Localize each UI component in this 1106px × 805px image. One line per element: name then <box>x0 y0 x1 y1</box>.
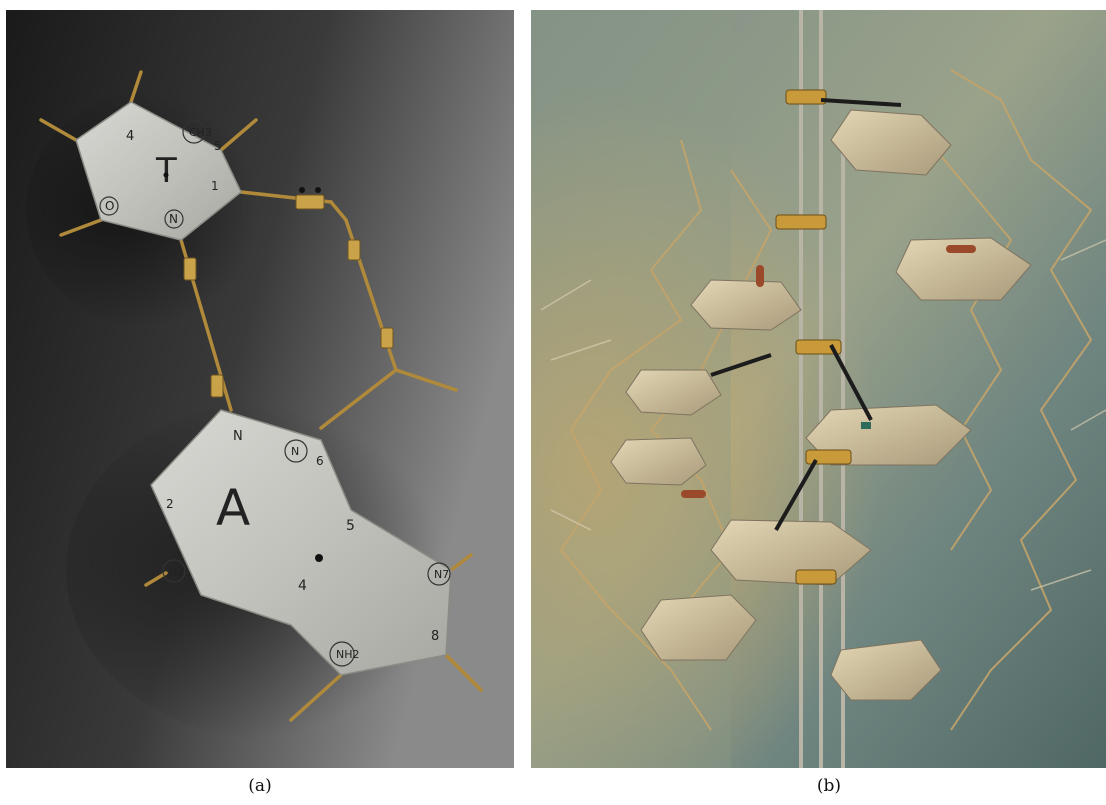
plate-mark: 2 <box>166 497 174 511</box>
plate-mark: 8 <box>431 629 439 644</box>
photo-panel-a: T A 4 CH3 5 1 O N N N 6 N3 5 4 N7 8 NH2 … <box>6 10 514 768</box>
plate-mark: N <box>233 429 243 444</box>
plate-mark: 5 <box>214 139 222 153</box>
plate-mark: N <box>169 212 178 226</box>
plate-mark: 1 <box>211 179 219 193</box>
adenine-plate <box>150 409 452 676</box>
photo-panel-b <box>531 10 1106 768</box>
plate-mark: 4 <box>298 578 307 594</box>
double-helix-model-photo <box>531 10 1106 768</box>
plate-mark: N7 <box>434 568 449 581</box>
plate-letter-t: T <box>155 151 177 191</box>
plate-mark: NH2 <box>336 648 360 661</box>
base-pair-model-photo: T A 4 CH3 5 1 O N N N 6 N3 5 4 N7 8 NH2 … <box>6 10 514 768</box>
plate-mark: 5 <box>346 518 355 534</box>
plate-mark: N3 <box>169 565 184 578</box>
plate-mark: CH3 <box>189 126 212 139</box>
plate-letter-a: A <box>216 479 250 537</box>
caption-a: (a) <box>248 776 272 796</box>
plate-mark: O <box>105 199 114 213</box>
plate-mark: 6 <box>316 454 324 468</box>
plate-mark: N <box>291 445 299 458</box>
plate-mark: 4 <box>126 129 134 144</box>
thymine-plate <box>75 101 242 241</box>
caption-b: (b) <box>816 776 842 796</box>
